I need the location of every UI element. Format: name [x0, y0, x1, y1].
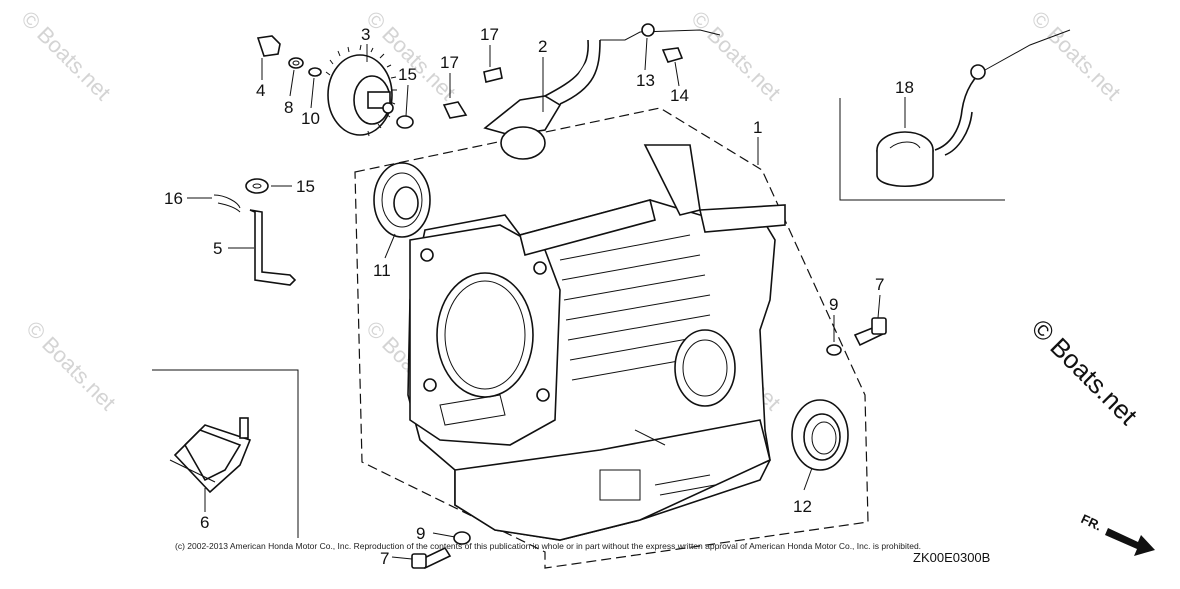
callout-2: 2 — [538, 37, 547, 56]
governor-parts — [256, 35, 414, 129]
diagram-code: ZK00E0300B — [913, 550, 990, 565]
callout-11: 11 — [373, 261, 391, 280]
cylinder-barrel — [407, 144, 786, 541]
governor-gear — [325, 44, 397, 137]
front-direction-indicator: FR. — [1079, 511, 1155, 556]
radial-ball-bearing — [373, 162, 431, 238]
callout-9-right: 9 — [829, 295, 838, 314]
oil-seal — [791, 399, 849, 471]
callout-12: 12 — [793, 497, 812, 516]
leader-lines — [187, 37, 906, 560]
callout-7-right: 7 — [875, 275, 884, 294]
flange-bolt-bottom — [411, 531, 471, 570]
flange-bolt-right — [826, 317, 887, 356]
callout-14: 14 — [670, 86, 689, 105]
callout-9-bottom: 9 — [416, 524, 425, 543]
callout-16: 16 — [164, 189, 183, 208]
callout-17-top: 17 — [480, 25, 499, 44]
callout-1: 1 — [753, 118, 762, 137]
watermark: © Boats.net — [16, 6, 115, 105]
callout-15-mid: 15 — [296, 177, 315, 196]
callout-13: 13 — [636, 71, 655, 90]
callout-3: 3 — [361, 25, 370, 44]
watermark: © Boats.net — [1026, 6, 1125, 105]
callouts: 1 2 3 4 8 10 15 13 14 17 17 18 15 16 5 1… — [164, 25, 914, 568]
engine-mount-rubber — [169, 417, 252, 494]
callout-8: 8 — [284, 98, 293, 117]
breather-tube — [442, 23, 721, 160]
copyright-notice: (c) 2002-2013 American Honda Motor Co., … — [175, 541, 921, 551]
callout-6: 6 — [200, 513, 209, 532]
watermark: © Boats.net — [21, 316, 120, 415]
callout-17-left: 17 — [440, 53, 459, 72]
callout-15-top: 15 — [398, 65, 417, 84]
watermark-main: © Boats.net — [1026, 313, 1144, 431]
direction-label: FR. — [1079, 511, 1104, 533]
frame-left-bottom — [152, 369, 299, 538]
watermark: © Boats.net — [686, 6, 785, 105]
governor-arm — [213, 178, 297, 286]
callout-7-bottom: 7 — [380, 549, 389, 568]
assembly-outline — [354, 107, 869, 569]
oil-alert-unit — [876, 29, 1071, 188]
frame-right-top — [839, 98, 1005, 201]
callout-5: 5 — [213, 239, 222, 258]
callout-4: 4 — [256, 81, 265, 100]
callout-18: 18 — [895, 78, 914, 97]
front-arrow-icon — [1105, 528, 1155, 556]
callout-10: 10 — [301, 109, 320, 128]
